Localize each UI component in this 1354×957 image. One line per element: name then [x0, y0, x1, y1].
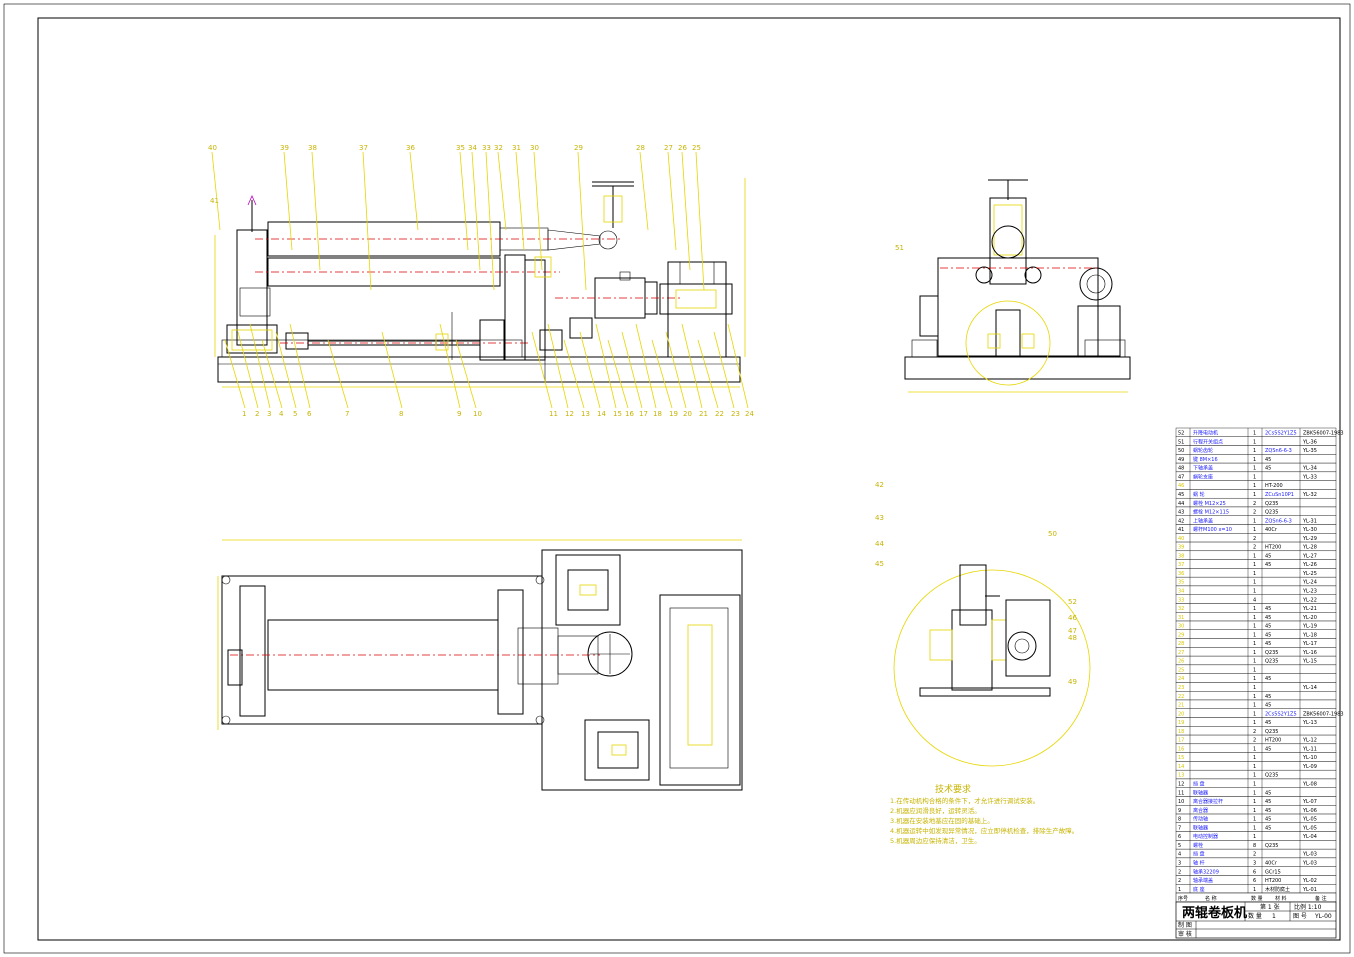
detail-view	[893, 564, 1091, 767]
front-view	[214, 178, 746, 388]
side-view	[904, 179, 1131, 393]
inner-frame	[37, 17, 1341, 941]
outer-border	[3, 3, 1351, 954]
top-view	[217, 539, 743, 791]
